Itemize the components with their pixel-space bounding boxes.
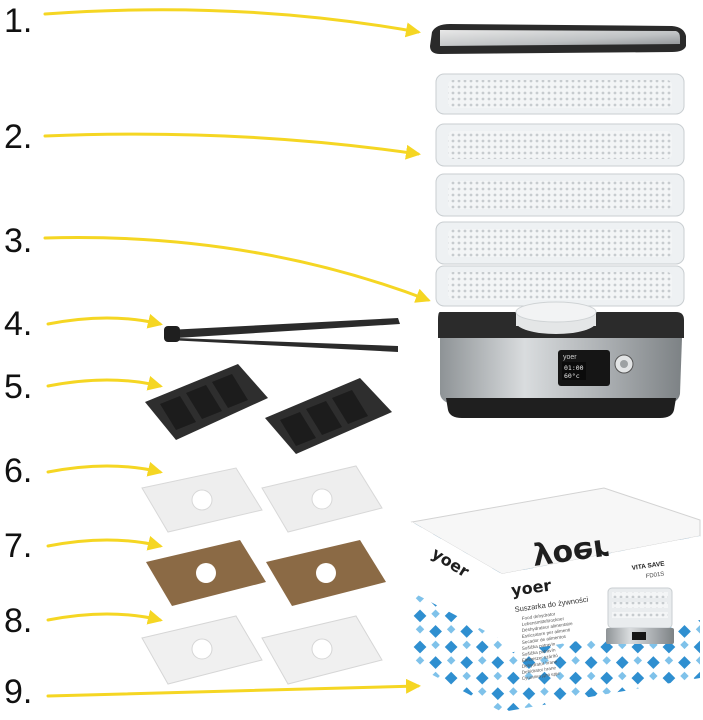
sheet-6a — [141, 467, 263, 533]
arrow-8 — [46, 609, 163, 625]
box-language: Sušička potravín — [521, 647, 556, 657]
base-unit: yoer 01:00 60°c — [438, 301, 684, 418]
label-9: 9. — [4, 673, 33, 711]
mold-1 — [145, 364, 268, 440]
box-language: Food dehydrator — [521, 611, 556, 621]
lid — [430, 24, 686, 54]
box-model-name: VITA SAVE — [631, 560, 665, 572]
arrow-7 — [46, 535, 163, 551]
box-language-list: Food dehydrator Lebensmitteltrockner Dés… — [521, 611, 573, 681]
label-7: 7. — [4, 527, 33, 565]
display-time: 01:00 — [564, 364, 584, 372]
box-language: Sušička potravin — [521, 641, 556, 651]
label-4: 4. — [4, 305, 33, 343]
arrows — [43, 8, 431, 698]
box-language: Essiccatore per alimenti — [521, 627, 570, 639]
display-temp: 60°c — [564, 372, 580, 380]
trays — [435, 73, 685, 307]
label-1: 1. — [4, 2, 33, 40]
tray-5 — [435, 265, 685, 307]
box-language: Dehidrator hrane — [521, 665, 556, 675]
arrow-2 — [43, 132, 421, 160]
tray-2 — [435, 123, 685, 167]
label-3: 3. — [4, 222, 33, 260]
tray-1 — [435, 73, 685, 115]
arrow-4 — [46, 313, 163, 329]
box-language: Сушилка для еды — [521, 671, 559, 681]
label-6: 6. — [4, 452, 33, 490]
sheet-7b — [266, 540, 386, 606]
fine-mesh-sheets — [141, 615, 383, 685]
silicone-molds — [145, 364, 392, 454]
sheet-7a — [146, 540, 266, 606]
tray-4 — [435, 221, 685, 265]
arrow-6 — [46, 461, 163, 477]
box-model-code: FD01S — [645, 571, 664, 580]
sheet-8a — [141, 615, 263, 685]
sheet-6b — [261, 465, 383, 533]
box-language: Lebensmitteltrockner — [521, 616, 564, 627]
nonstick-sheets — [146, 540, 386, 606]
label-8: 8. — [4, 602, 33, 640]
box-product-image — [606, 587, 674, 644]
box-language: Dehydrator hrane — [521, 659, 558, 669]
arrow-9 — [46, 678, 421, 698]
arrow-1 — [43, 8, 421, 38]
label-5: 5. — [4, 368, 33, 406]
arrow-3 — [43, 236, 431, 303]
mold-2 — [265, 378, 392, 454]
arrow-5 — [46, 375, 163, 391]
tongs — [164, 318, 400, 352]
tray-3 — [435, 173, 685, 217]
panel-brand: yoer — [563, 354, 577, 361]
product-box: yoer yoer yoer Suszarka do żywności VITA… — [410, 487, 701, 712]
box-language: Élelmiszer szárító — [521, 652, 558, 663]
mesh-sheets — [141, 465, 383, 533]
sheet-8b — [261, 615, 383, 685]
label-2: 2. — [4, 118, 33, 156]
box-language: Secador de alimentos — [521, 634, 566, 645]
